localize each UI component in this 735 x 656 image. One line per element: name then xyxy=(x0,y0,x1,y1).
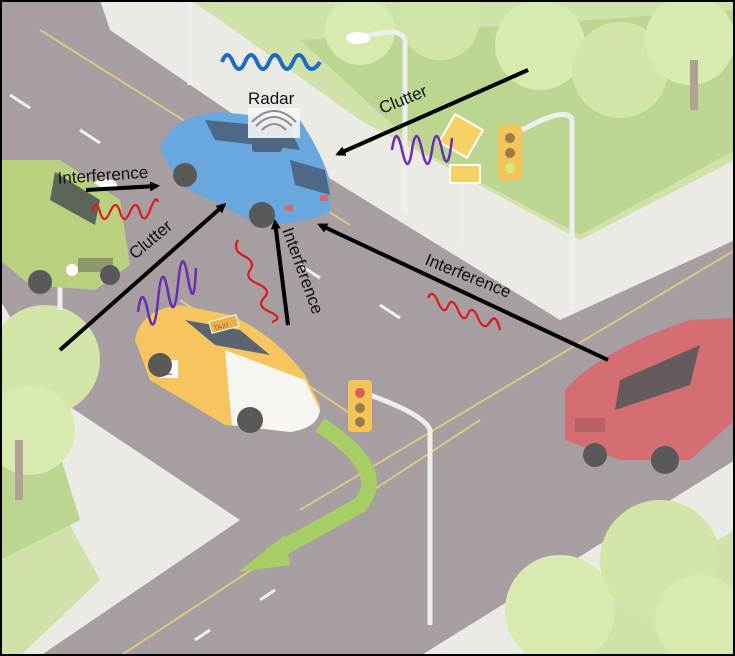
lane-markings xyxy=(9,93,401,642)
turn-arrow xyxy=(238,418,377,572)
taxi-sign-text: TAXI xyxy=(213,322,229,333)
radar-wave-icon xyxy=(220,53,322,71)
arrow-clutter-top xyxy=(335,68,529,156)
arrow-interference-right xyxy=(317,223,609,362)
traffic-light-icon xyxy=(348,111,575,432)
signal-arrows xyxy=(58,68,609,362)
label-radar: Radar xyxy=(248,89,295,108)
arrow-clutter-left xyxy=(58,203,227,352)
arrow-interference-left xyxy=(85,181,160,192)
arrow-interference-center xyxy=(270,219,290,326)
pickup-truck xyxy=(0,160,130,294)
interference-wave-icon xyxy=(90,198,502,331)
clutter-wave-icon xyxy=(136,134,454,326)
red-car xyxy=(565,318,735,474)
radar-emitter xyxy=(248,108,300,138)
taxi: TAXI L xyxy=(135,305,320,433)
